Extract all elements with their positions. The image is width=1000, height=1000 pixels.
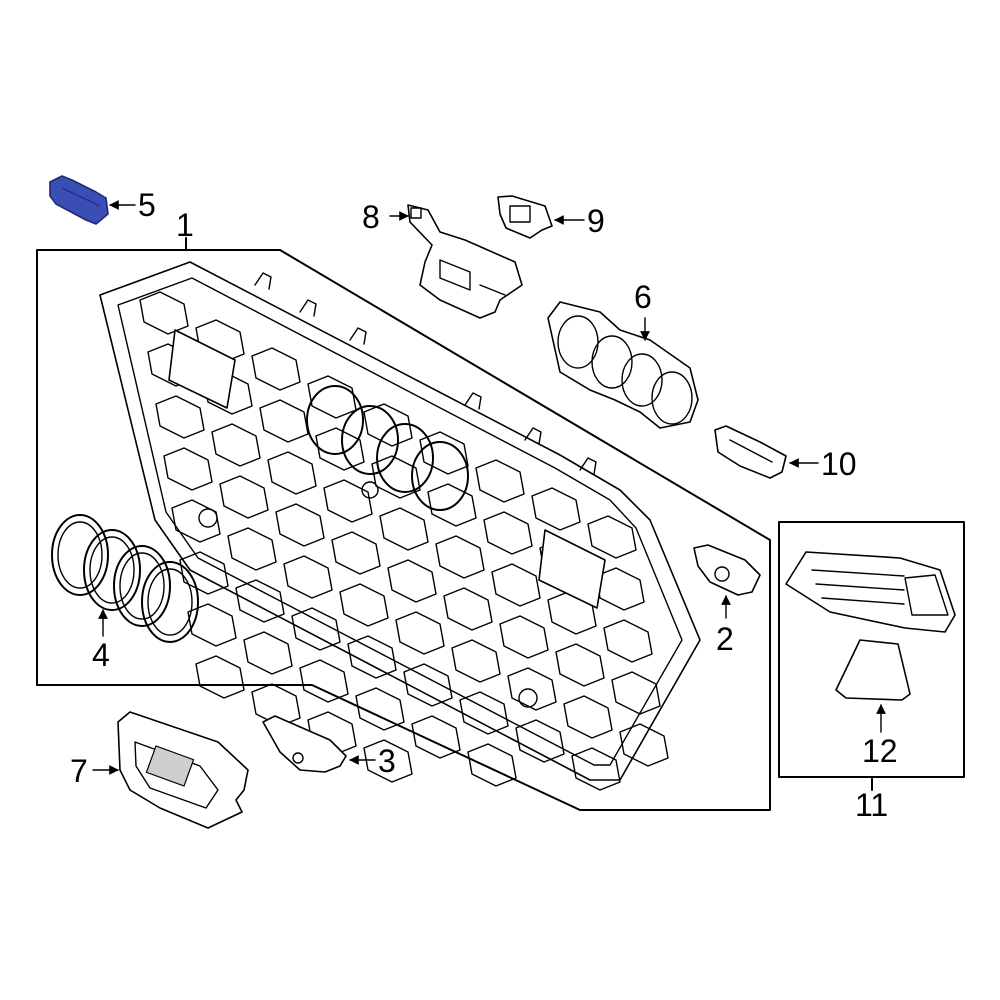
grille-mesh-cell <box>435 535 485 579</box>
callout-9: 9 <box>587 203 605 239</box>
callout-11: 11 <box>855 787 888 823</box>
grille-mesh-cell <box>275 503 325 547</box>
grille-mesh-cell <box>395 611 445 655</box>
grille-mesh-cell <box>251 683 301 727</box>
grille-mesh-cell <box>363 739 413 783</box>
grille-mesh-cell <box>571 747 621 791</box>
callout-3: 3 <box>378 743 396 779</box>
grille-mesh-cell <box>491 563 541 607</box>
grille-mesh-cell <box>139 291 189 335</box>
callout-4: 4 <box>92 637 110 673</box>
grille-mesh-cell <box>315 427 365 471</box>
grille-mesh-cell <box>195 655 245 699</box>
grille-mesh-cell <box>171 499 221 543</box>
lamp-cover[interactable] <box>835 639 911 701</box>
lamp-assembly-box <box>778 521 965 791</box>
grille-mesh-cell <box>451 639 501 683</box>
grille-assembly-box <box>36 237 771 811</box>
grille-mesh-cell <box>227 527 277 571</box>
leader-lines <box>92 200 886 775</box>
callout-10: 10 <box>821 446 857 482</box>
grille-mesh-cell <box>355 687 405 731</box>
grille-mesh-cell <box>155 395 205 439</box>
grille-mesh-cell <box>403 663 453 707</box>
grille-mesh-cell <box>443 587 493 631</box>
grille-mesh-cell <box>259 399 309 443</box>
bracket-upper-left[interactable] <box>407 204 523 319</box>
grille-mesh-cell <box>499 615 549 659</box>
clip-highlighted[interactable] <box>49 175 109 225</box>
grille-mesh-cell <box>619 723 669 767</box>
grille-mesh-cell <box>347 635 397 679</box>
grille-mesh <box>139 291 669 791</box>
grille-mesh-cell <box>371 455 421 499</box>
grille-mesh-cell <box>235 579 285 623</box>
grille-main[interactable] <box>99 261 701 791</box>
grille-mesh-cell <box>515 719 565 763</box>
grille-mesh-cell <box>387 559 437 603</box>
grille-mesh-cell <box>419 431 469 475</box>
grille-mesh-cell <box>427 483 477 527</box>
grille-mesh-cell <box>187 603 237 647</box>
sensor-frame[interactable] <box>117 711 249 829</box>
grille-mesh-cell <box>563 695 613 739</box>
grille-mesh-cell <box>611 671 661 715</box>
grille-mesh-cell <box>299 659 349 703</box>
grille-mesh-cell <box>179 551 229 595</box>
grille-mesh-cell <box>379 507 429 551</box>
grille-mesh-cell <box>483 511 533 555</box>
grille-mesh-cell <box>531 487 581 531</box>
emblem-rings[interactable] <box>51 514 199 643</box>
grille-mesh-cell <box>291 607 341 651</box>
grille-mesh-cell <box>411 715 461 759</box>
grille-mesh-cell <box>283 555 333 599</box>
bracket-lower[interactable] <box>262 715 347 773</box>
callout-1: 1 <box>176 207 194 243</box>
callout-2: 2 <box>716 621 734 657</box>
callout-6: 6 <box>634 279 652 315</box>
grille-mesh-cell <box>555 643 605 687</box>
grille-mesh-cell <box>603 619 653 663</box>
grille-mesh-cell <box>243 631 293 675</box>
grille-mesh-cell <box>507 667 557 711</box>
grille-mesh-cell <box>331 531 381 575</box>
grille-mesh-cell <box>339 583 389 627</box>
callout-7: 7 <box>70 753 88 789</box>
grille-mesh-cell <box>459 691 509 735</box>
grille-mesh-cell <box>587 515 637 559</box>
grille-mesh-cell <box>595 567 645 611</box>
callout-8: 8 <box>362 199 380 235</box>
grille-mesh-cell <box>323 479 373 523</box>
fog-lamp-trim[interactable] <box>785 551 956 633</box>
callout-5: 5 <box>138 187 156 223</box>
grille-mesh-cell <box>267 451 317 495</box>
bracket-small[interactable] <box>497 195 553 239</box>
grille-mesh-cell <box>251 347 301 391</box>
emblem-backing[interactable] <box>547 301 699 429</box>
bracket-sensor[interactable] <box>693 544 761 596</box>
callout-12: 12 <box>862 733 898 769</box>
grille-mesh-cell <box>163 447 213 491</box>
clip-right[interactable] <box>714 425 787 479</box>
grille-mesh-cell <box>211 423 261 467</box>
grille-mesh-cell <box>467 743 517 787</box>
grille-mesh-cell <box>363 403 413 447</box>
grille-mesh-cell <box>475 459 525 503</box>
grille-mesh-cell <box>219 475 269 519</box>
